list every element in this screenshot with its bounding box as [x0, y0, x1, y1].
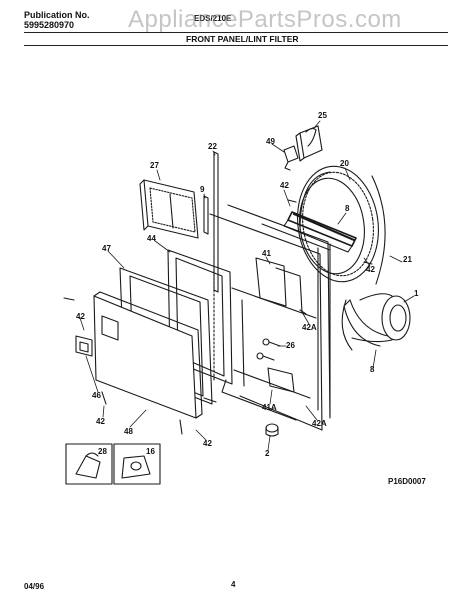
- callout-20: 20: [340, 159, 349, 168]
- callout-42A-low: 42A: [312, 419, 327, 428]
- footer-date: 04/96: [24, 582, 45, 591]
- callout-42-bottom: 42: [203, 439, 212, 448]
- callout-42-bottom-left: 42: [96, 417, 105, 426]
- part-41-bracket: [256, 258, 286, 306]
- part-41A-plate: [268, 368, 294, 392]
- watermark: AppliancePartsPros.com: [128, 6, 402, 33]
- callout-22: 22: [208, 142, 217, 151]
- callout-16: 16: [146, 447, 155, 456]
- callout-9: 9: [200, 185, 205, 194]
- cabinet-frame: [210, 205, 330, 430]
- header-rule-bottom: [24, 45, 448, 47]
- part-22-bar: [214, 152, 218, 292]
- publication-number: 5995280970: [24, 20, 75, 30]
- model-number: EDS/210E: [194, 14, 232, 23]
- callout-21: 21: [403, 255, 412, 264]
- callout-42-right: 42: [366, 265, 375, 274]
- leader-lines: [80, 121, 414, 450]
- section-title: FRONT PANEL/LINT FILTER: [186, 34, 299, 44]
- part-46-latch: [76, 336, 92, 356]
- callout-2: 2: [265, 449, 270, 458]
- front-door-panel: [94, 292, 202, 418]
- callout-42-top: 42: [280, 181, 289, 190]
- part-1-exhaust-duct: [342, 294, 410, 350]
- part-26-bolts: [257, 339, 280, 360]
- callout-41: 41: [262, 249, 271, 258]
- part-25-bracket: [296, 126, 322, 161]
- part-44-door-frame: [168, 250, 232, 384]
- part-27-lint-filter: [140, 180, 198, 238]
- callout-42-left: 42: [76, 312, 85, 321]
- publication-label: Publication No.: [24, 10, 90, 20]
- callout-26: 26: [286, 341, 295, 350]
- callout-41A: 41A: [262, 403, 277, 412]
- inset-part-28: [66, 444, 112, 484]
- callout-47: 47: [102, 244, 111, 253]
- callout-49: 49: [266, 137, 275, 146]
- part-8-lint-trough: [284, 212, 356, 252]
- header-rule-top: [24, 32, 448, 34]
- callout-25: 25: [318, 111, 327, 120]
- callout-44: 44: [147, 234, 156, 243]
- diagram-code: P16D0007: [388, 477, 426, 486]
- part-6-duct: [344, 300, 388, 346]
- part-2-foot: [266, 424, 278, 436]
- part-20-drum-seal: [290, 161, 385, 287]
- footer-page-number: 4: [231, 580, 236, 589]
- inset-part-16: [114, 444, 160, 484]
- callout-42A-mid: 42A: [302, 323, 317, 332]
- callout-1: 1: [414, 289, 419, 298]
- part-9-strip: [204, 196, 208, 234]
- callout-8-top: 8: [345, 204, 350, 213]
- part-49-clip: [284, 146, 298, 170]
- part-21-arc: [372, 176, 385, 284]
- part-41-bracket-side: [276, 268, 302, 312]
- callout-8-right: 8: [370, 365, 375, 374]
- callout-28: 28: [98, 447, 107, 456]
- callout-48: 48: [124, 427, 133, 436]
- callout-46: 46: [92, 391, 101, 400]
- callout-27: 27: [150, 161, 159, 170]
